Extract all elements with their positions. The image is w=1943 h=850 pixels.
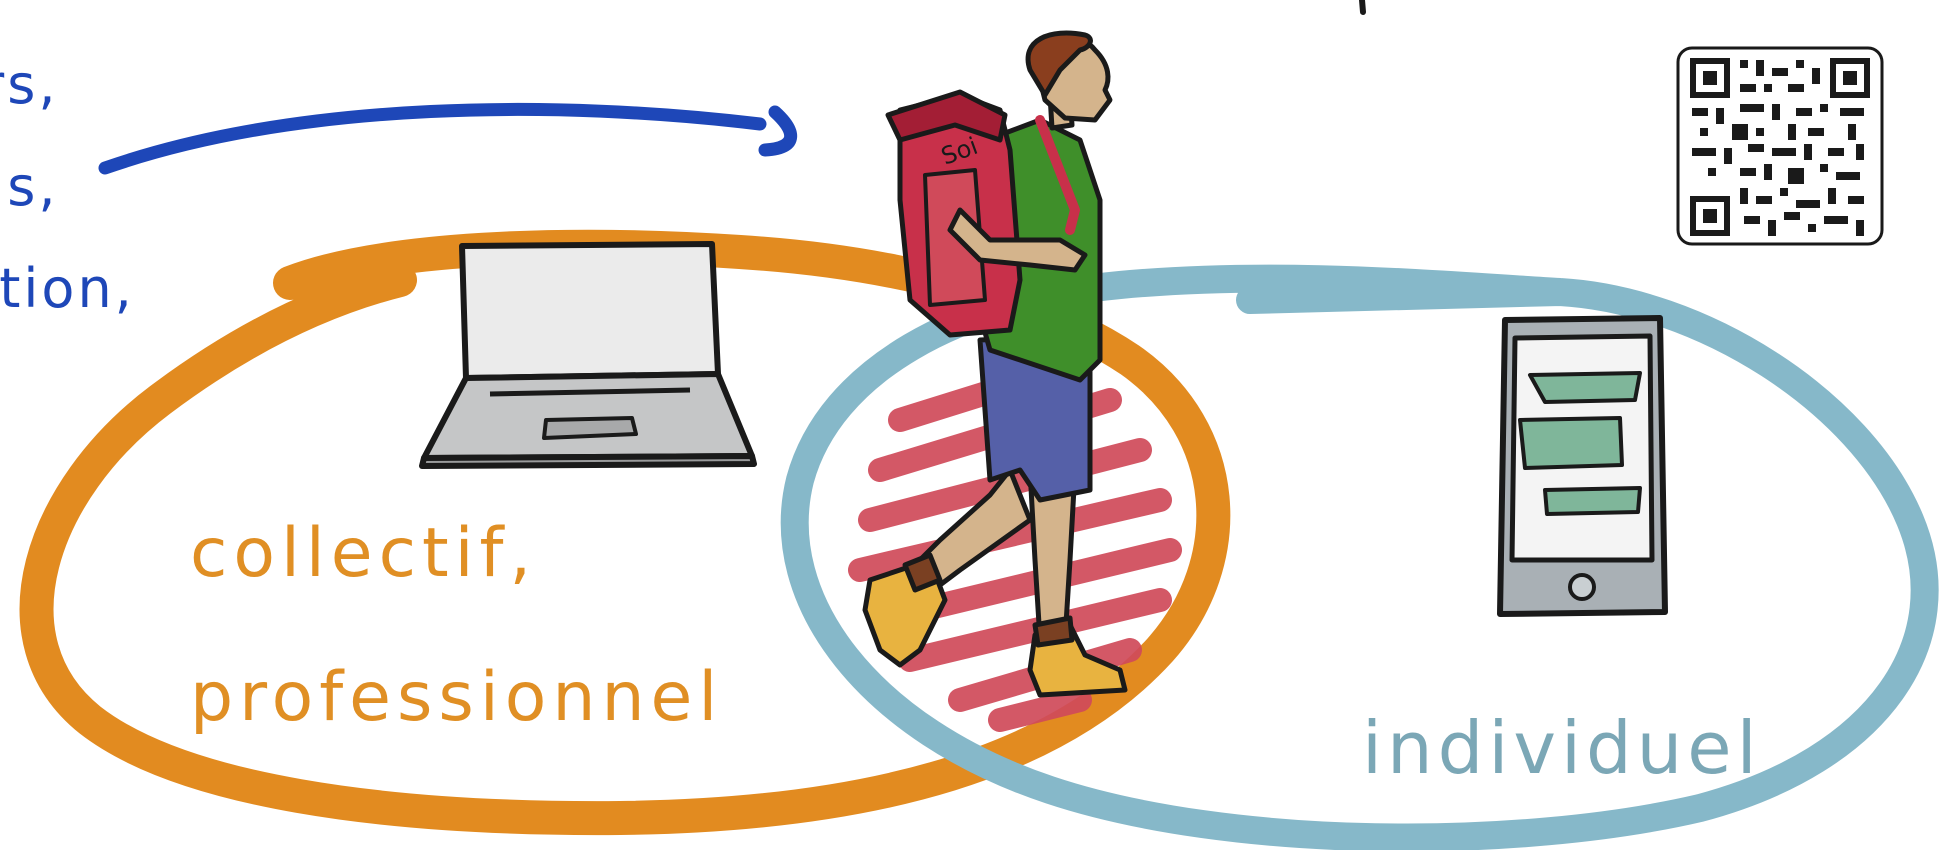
laptop-icon — [422, 244, 754, 466]
arrow-icon — [105, 109, 791, 168]
left-text-line-2: ns, — [0, 160, 59, 214]
left-text-line-3: ntion, — [0, 262, 135, 316]
smartphone-icon — [1500, 318, 1665, 614]
left-text-line-1: rs, — [0, 58, 59, 112]
individual-label: individuel — [1362, 712, 1762, 784]
collective-label-line-2: professionnel — [190, 664, 723, 732]
qr-code — [1678, 48, 1882, 244]
partial-letter-stroke — [1362, 0, 1363, 12]
collective-label-line-1: collectif, — [190, 520, 537, 588]
